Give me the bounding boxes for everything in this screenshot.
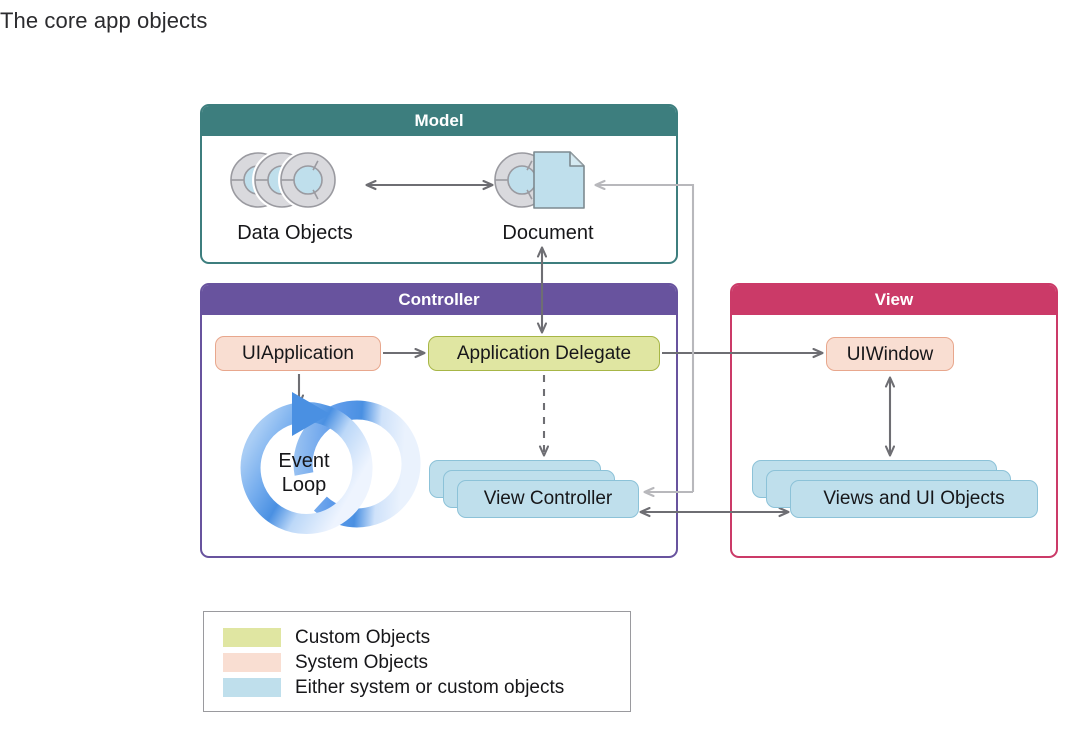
data-objects-icon <box>230 142 360 218</box>
node-views-and-ui-objects-stack[interactable]: Views and UI Objects <box>752 460 1038 522</box>
legend-item-either: Either system or custom objects <box>223 675 630 700</box>
legend-label-custom: Custom Objects <box>295 626 431 648</box>
group-model-header: Model <box>202 106 676 136</box>
node-uiwindow[interactable]: UIWindow <box>826 337 954 371</box>
node-application-delegate[interactable]: Application Delegate <box>428 336 660 371</box>
legend-label-either: Either system or custom objects <box>295 676 565 698</box>
event-loop-label: Event Loop <box>236 406 372 542</box>
legend: Custom Objects System Objects Either sys… <box>203 611 631 712</box>
legend-swatch-either <box>223 678 281 697</box>
node-uiapplication[interactable]: UIApplication <box>215 336 381 371</box>
document-icon <box>494 142 600 218</box>
node-view-controller-stack[interactable]: View Controller <box>429 460 639 522</box>
views-card-front[interactable]: Views and UI Objects <box>790 480 1038 518</box>
legend-swatch-custom <box>223 628 281 647</box>
group-view-header: View <box>732 285 1056 315</box>
group-controller-header: Controller <box>202 285 676 315</box>
legend-item-custom: Custom Objects <box>223 625 630 650</box>
legend-swatch-system <box>223 653 281 672</box>
figure-title-text: The core app objects <box>0 8 208 33</box>
event-loop-line-2: Loop <box>281 474 327 496</box>
legend-label-system: System Objects <box>295 651 429 673</box>
page-title: The core app objects <box>0 8 1000 34</box>
legend-item-system: System Objects <box>223 650 630 675</box>
event-loop: Event Loop <box>236 406 372 542</box>
document-label: Document <box>502 222 594 244</box>
event-loop-line-1: Event <box>278 450 330 473</box>
data-objects-label: Data Objects <box>237 222 353 244</box>
view-controller-card-front[interactable]: View Controller <box>457 480 639 518</box>
